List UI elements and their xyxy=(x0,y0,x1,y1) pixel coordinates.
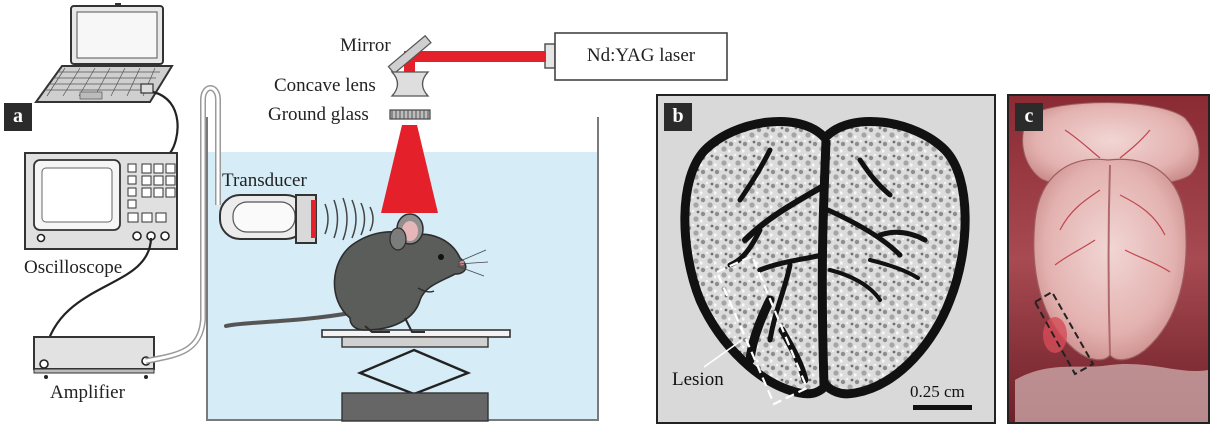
cable-oscilloscope-amplifier xyxy=(43,237,153,353)
amplifier xyxy=(33,336,155,379)
panel-label-b: b xyxy=(664,103,692,131)
label-transducer: Transducer xyxy=(222,170,307,191)
label-oscilloscope: Oscilloscope xyxy=(24,257,123,278)
oscilloscope xyxy=(24,152,178,250)
panel-label-a: a xyxy=(4,103,32,131)
ground-glass xyxy=(389,109,431,120)
label-amplifier: Amplifier xyxy=(50,382,125,403)
label-scale-bar: 0.25 cm xyxy=(910,382,965,401)
mirror xyxy=(387,34,432,75)
laser-beam-horizontal xyxy=(404,51,546,62)
label-mirror: Mirror xyxy=(340,35,391,56)
scale-bar xyxy=(913,405,972,410)
cable-laptop-oscilloscope xyxy=(152,90,179,154)
lesion-box-b xyxy=(715,254,809,406)
brain-photo xyxy=(1033,158,1187,361)
panel-c-photo xyxy=(1007,94,1210,424)
acoustic-waves xyxy=(324,197,374,241)
panel-b-image xyxy=(656,94,996,424)
label-lesion: Lesion xyxy=(672,369,724,390)
nd-yag-laser xyxy=(544,32,728,81)
lesion-box-c xyxy=(1033,290,1095,376)
mouse xyxy=(224,213,489,333)
label-laser: Nd:YAG laser xyxy=(586,45,696,66)
lab-jack xyxy=(321,329,511,422)
laptop xyxy=(34,3,174,103)
concave-lens xyxy=(390,71,430,97)
panel-label-c: c xyxy=(1015,103,1043,131)
laser-cone xyxy=(381,125,438,213)
label-ground-glass: Ground glass xyxy=(268,104,369,125)
lesion-pointer xyxy=(703,339,743,368)
label-concave-lens: Concave lens xyxy=(274,75,376,96)
transducer xyxy=(219,194,317,244)
